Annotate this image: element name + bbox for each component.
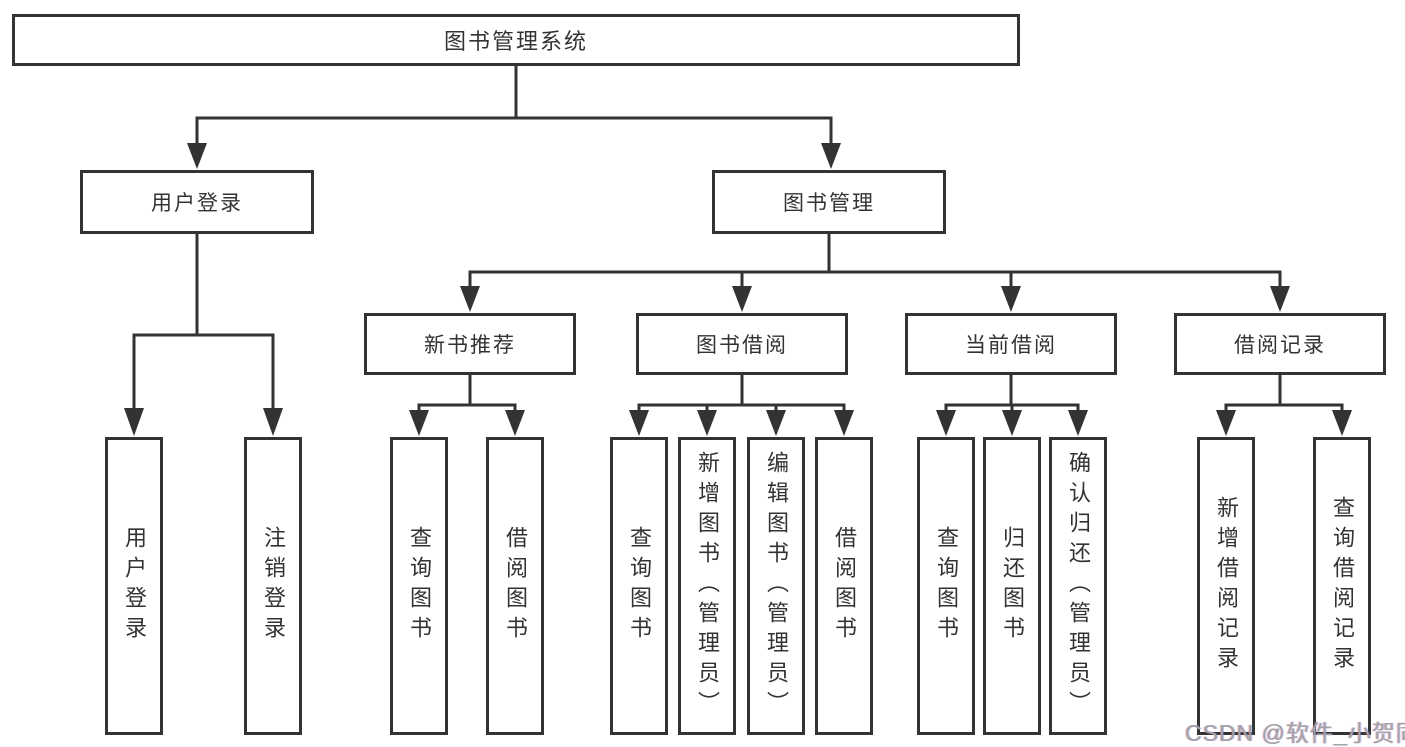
leaf-return-books-label: 归还图书 <box>1000 526 1025 646</box>
arrow-down-icon <box>1068 410 1088 436</box>
node-user-login-label: 用户登录 <box>151 192 243 215</box>
leaf-query-books-borrowing-label: 查询图书 <box>627 526 652 646</box>
leaf-user-login: 用户登录 <box>105 437 163 735</box>
arrow-down-icon <box>697 410 717 436</box>
leaf-user-login-label: 用户登录 <box>122 526 147 646</box>
leaf-borrow-books-borrowing: 借阅图书 <box>815 437 873 735</box>
leaf-borrow-books-recommend: 借阅图书 <box>486 437 544 735</box>
arrow-down-icon <box>766 410 786 436</box>
node-new-book-recommend: 新书推荐 <box>364 313 576 375</box>
arrow-down-icon <box>1270 286 1290 312</box>
arrow-down-icon <box>263 408 283 436</box>
arrow-down-icon <box>460 286 480 312</box>
arrow-down-icon <box>1332 410 1352 436</box>
leaf-query-books-borrowing: 查询图书 <box>610 437 668 735</box>
leaf-add-books-admin: 新增图书（管理员） <box>678 437 736 735</box>
leaf-logout: 注销登录 <box>244 437 302 735</box>
leaf-query-books-current: 查询图书 <box>917 437 975 735</box>
arrow-down-icon <box>409 410 429 436</box>
arrow-down-icon <box>1001 286 1021 312</box>
node-book-borrowing: 图书借阅 <box>636 313 848 375</box>
node-root-label: 图书管理系统 <box>443 29 588 54</box>
watermark: CSDN @软件_小贺同学 <box>1185 720 1405 746</box>
node-borrow-records-label: 借阅记录 <box>1234 334 1326 357</box>
node-root: 图书管理系统 <box>12 14 1020 66</box>
leaf-confirm-return-admin-label: 确认归还（管理员） <box>1066 451 1091 721</box>
leaf-query-borrow-record: 查询借阅记录 <box>1313 437 1371 735</box>
arrow-down-icon <box>834 410 854 436</box>
leaf-confirm-return-admin: 确认归还（管理员） <box>1049 437 1107 735</box>
arrow-down-icon <box>505 410 525 436</box>
arrow-down-icon <box>124 408 144 436</box>
arrow-down-icon <box>629 410 649 436</box>
arrow-down-icon <box>1216 410 1236 436</box>
node-book-management: 图书管理 <box>712 170 946 234</box>
arrow-down-icon <box>187 143 207 169</box>
node-book-management-label: 图书管理 <box>783 192 875 215</box>
node-book-borrowing-label: 图书借阅 <box>696 334 788 357</box>
leaf-add-books-admin-label: 新增图书（管理员） <box>695 451 720 721</box>
leaf-borrow-books-borrowing-label: 借阅图书 <box>832 526 857 646</box>
leaf-return-books: 归还图书 <box>983 437 1041 735</box>
leaf-query-books-recommend: 查询图书 <box>390 437 448 735</box>
arrow-down-icon <box>821 143 841 169</box>
leaf-logout-label: 注销登录 <box>261 526 286 646</box>
leaf-borrow-books-recommend-label: 借阅图书 <box>503 526 528 646</box>
leaf-add-borrow-record-label: 新增借阅记录 <box>1214 496 1239 676</box>
leaf-edit-books-admin-label: 编辑图书（管理员） <box>764 451 789 721</box>
leaf-query-books-recommend-label: 查询图书 <box>407 526 432 646</box>
leaf-edit-books-admin: 编辑图书（管理员） <box>747 437 805 735</box>
leaf-query-books-current-label: 查询图书 <box>934 526 959 646</box>
node-current-borrowing-label: 当前借阅 <box>965 334 1057 357</box>
arrow-down-icon <box>936 410 956 436</box>
node-borrow-records: 借阅记录 <box>1174 313 1386 375</box>
node-current-borrowing: 当前借阅 <box>905 313 1117 375</box>
arrow-down-icon <box>732 286 752 312</box>
node-user-login: 用户登录 <box>80 170 314 234</box>
leaf-add-borrow-record: 新增借阅记录 <box>1197 437 1255 735</box>
node-new-book-recommend-label: 新书推荐 <box>424 334 516 357</box>
leaf-query-borrow-record-label: 查询借阅记录 <box>1330 496 1355 676</box>
arrow-down-icon <box>1002 410 1022 436</box>
